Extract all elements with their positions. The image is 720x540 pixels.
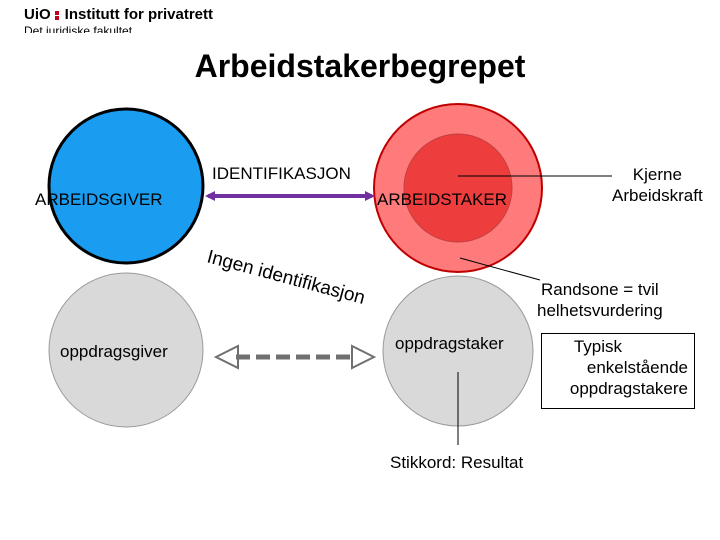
kjerne-label-line1: Kjerne [632,165,682,184]
no-identification-arrow [213,344,377,370]
typisk-line2: enkelstående [586,358,688,377]
page-title: Arbeidstakerbegrepet [194,48,526,84]
typisk-line3: oppdragstakere [569,379,688,398]
faculty-name: Det juridiske fakultet [24,24,133,33]
contractor-client-circle [48,272,204,428]
arbeidsgiver-label: ARBEIDSGIVER [35,190,163,209]
randsone-pointer-line [459,257,541,281]
logo-dots-icon [54,10,61,21]
typisk-label: Typisk enkelstående oppdragstakere [570,336,688,399]
institution-logo: UiO Institutt for privatrett Det juridisk… [24,6,213,33]
identifikasjon-label: IDENTIFIKASJON [212,164,351,183]
employee-core-circle [403,133,513,243]
kjerne-label: Kjerne Arbeidskraft [612,164,703,206]
oppdragstaker-label: oppdragstaker [395,334,504,353]
typisk-box: Typisk enkelstående oppdragstakere [541,333,695,409]
uio-logo-text: UiO [24,6,51,23]
institute-name: Institutt for privatrett [64,6,214,23]
arbeidstaker-label: ARBEIDSTAKER [377,190,508,209]
randsone-label-line2: helhetsvurdering [537,301,663,320]
oppdragsgiver-label: oppdragsgiver [60,342,168,361]
randsone-label: Randsone = tvil helhetsvurdering [537,279,663,321]
ingen-identifikasjon-label: Ingen identifikasjon [205,247,368,309]
kjerne-label-line2: Arbeidskraft [612,186,703,205]
typisk-line1: Typisk [573,337,623,356]
randsone-label-line1: Randsone = tvil [541,280,659,299]
stikkord-label: Stikkord: Resultat [390,453,524,472]
employer-circle [47,107,205,265]
